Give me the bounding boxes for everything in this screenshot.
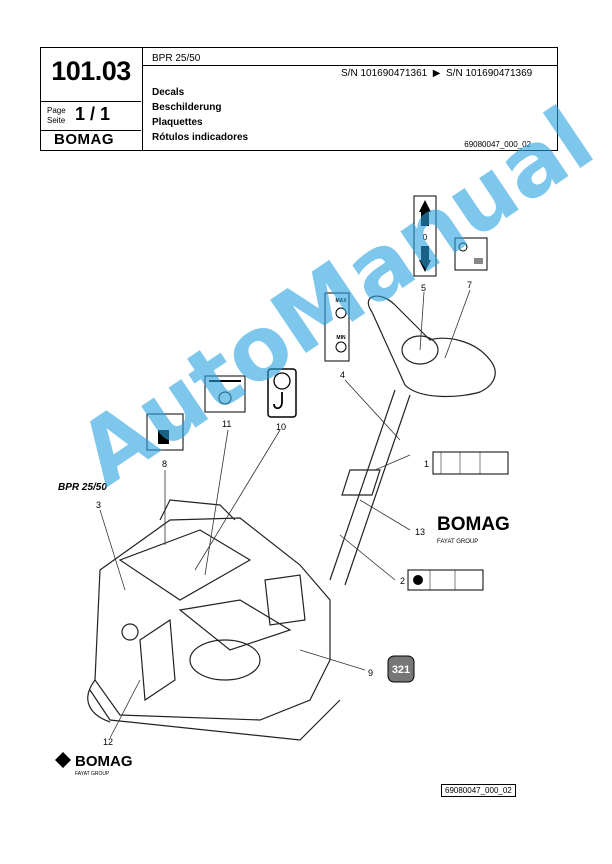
page-label-de: Seite [47,116,66,125]
fayat-decal-12: FAYAT GROUP [75,771,110,777]
callout-4: 4 [340,370,345,380]
min-label: MIN [336,335,346,341]
decal-9 [387,655,415,683]
callout-9: 9 [368,668,373,678]
sn-from: S/N 101690471361 [341,68,428,79]
engine-cover [178,599,292,651]
page-value: 1 / 1 [75,104,111,124]
callout-12: 12 [103,737,113,747]
title-es: Rótulos indicadores [152,132,249,143]
footer-code: 69080047_000_02 [441,784,516,797]
serial-range: S/N 101690471361 ▶ S/N 101690471369 [341,68,532,79]
callout-11: 11 [222,419,231,429]
handle-outline [367,295,496,398]
handle-knob [401,335,439,365]
decal-2 [407,569,484,591]
model-decal: BPR 25/50 [58,482,107,493]
machine-body [94,517,331,721]
leader-11 [204,429,229,576]
title-block-left: 101.03 Page Seite 1 / 1 BOMAG [41,48,143,150]
sn-to: S/N 101690471369 [446,68,533,79]
brand-logo: BOMAG [54,131,114,148]
handle-bar [329,389,411,586]
page-box: Page Seite 1 / 1 [41,101,141,131]
title-block: 101.03 Page Seite 1 / 1 BOMAG BPR 25/50 … [40,47,558,151]
callout-13: 13 [415,527,425,537]
decal-1 [432,451,509,475]
callout-8: 8 [162,459,167,469]
leader-5 [419,291,425,351]
leader-2 [339,534,396,581]
fuel-tank [159,499,236,521]
fayat-decal-13: FAYAT GROUP [437,539,478,545]
page-label-en: Page [47,106,66,115]
model-name: BPR 25/50 [152,53,201,64]
page-label: Page Seite [47,106,66,126]
title-en: Decals [152,87,185,98]
decal-7 [454,237,488,271]
decal-9-text: 321 [392,664,410,676]
side-panel [139,618,176,702]
callout-5: 5 [421,283,426,293]
callout-3: 3 [96,500,101,510]
leader-10 [194,429,281,571]
base-front [87,679,111,723]
leader-12 [109,679,141,739]
bomag-decal-12: BOMAG [75,753,133,770]
drawing-code: 69080047_000_02 [464,140,531,149]
leader-9 [299,649,366,671]
base-plate [89,689,341,741]
callout-1: 1 [424,459,429,469]
decal-4 [324,292,350,362]
bomag-decal-13: BOMAG [437,514,510,535]
decal-8 [146,413,184,451]
handle-plate [341,469,381,496]
leader-1 [374,454,411,471]
bomag-logo-icon [55,752,71,768]
callout-10: 10 [276,422,286,432]
engine-block [264,574,306,626]
engine-drum [189,639,261,681]
divider [142,65,558,66]
title-de: Beschilderung [152,102,222,113]
max-label: MAX [335,298,347,304]
machine-top [118,529,252,601]
leader-3 [99,509,126,591]
decal-11 [204,375,246,413]
title-fr: Plaquettes [152,117,203,128]
callout-7: 7 [467,280,472,290]
doc-number: 101.03 [51,56,131,86]
leader-7 [444,289,471,359]
section-titles: Decals Beschilderung Plaquettes Rótulos … [152,85,248,145]
leader-4 [344,379,401,441]
bolt [121,623,139,641]
arrow-right-icon: ▶ [432,68,441,79]
lever-zero-label: 0 [423,233,428,242]
decal-5 [413,195,437,277]
decal-10 [267,368,297,418]
callout-2: 2 [400,576,405,586]
leader-13 [359,499,411,531]
